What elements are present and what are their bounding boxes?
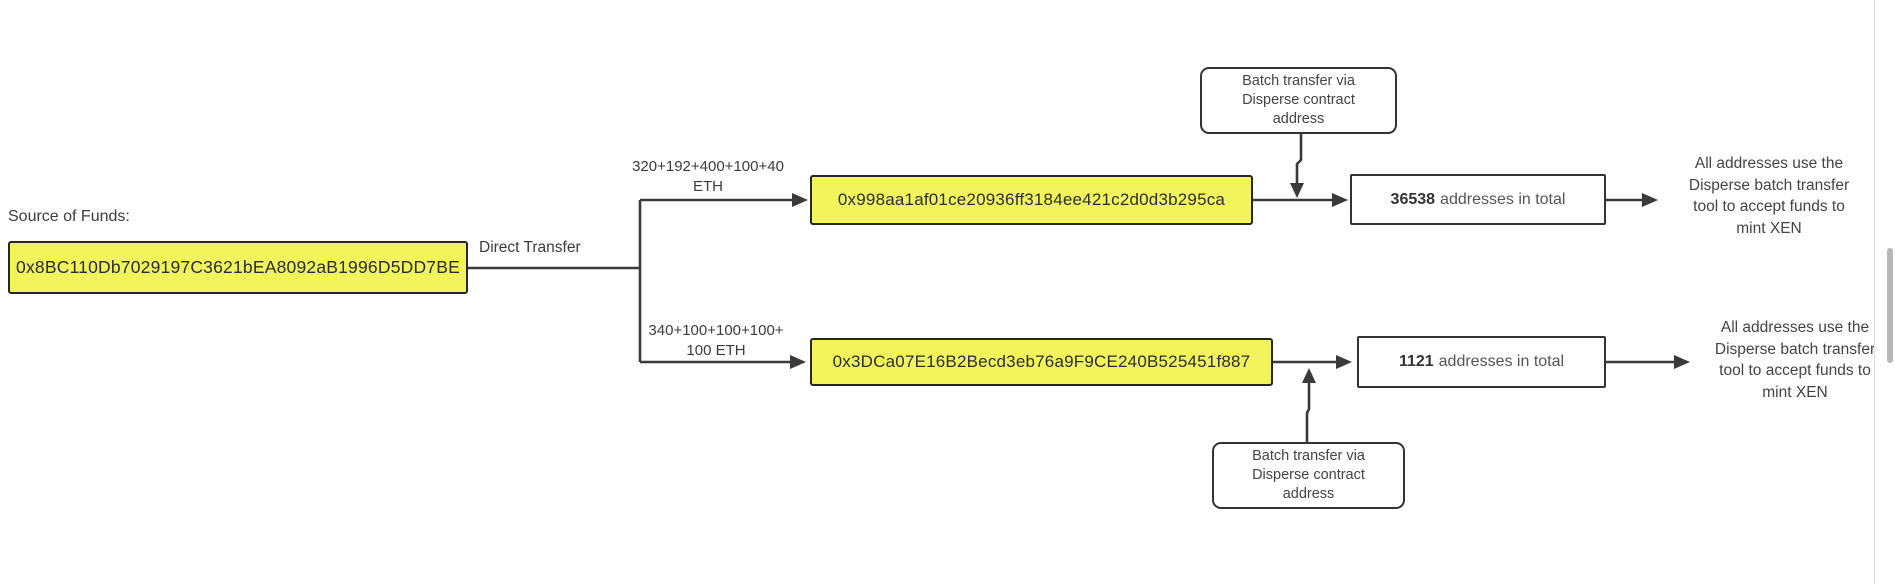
eth-amount-label-bottom: 340+100+100+100+ 100 ETH	[648, 322, 784, 359]
address-count-box-bottom: 1121 addresses in total	[1357, 336, 1606, 388]
connector-top-batch-note	[1295, 134, 1303, 183]
batch-transfer-note-bottom: Batch transfer via Disperse contract add…	[1212, 442, 1405, 509]
source-address-text: 0x8BC110Db7029197C3621bEA8092aB1996D5DD7…	[16, 257, 460, 277]
outcome-note-top: All addresses use the Disperse batch tra…	[1688, 155, 1850, 237]
connector-bottom-batch-note	[1305, 383, 1311, 442]
address-count-box-top: 36538 addresses in total	[1350, 174, 1606, 225]
direct-transfer-label: Direct Transfer	[479, 239, 581, 256]
arrowhead-bottom-count	[1336, 355, 1352, 369]
eth-amount-label-top: 320+192+400+100+40 ETH	[632, 158, 784, 195]
arrowhead-top-outcome	[1642, 193, 1658, 207]
arrowhead-top-batch-note	[1290, 183, 1304, 198]
arrowhead-bottom-outcome	[1674, 355, 1690, 369]
recipient-address-text-top: 0x998aa1af01ce20936ff3184ee421c2d0d3b295…	[837, 190, 1226, 209]
address-count-value-top: 36538	[1390, 190, 1436, 208]
address-count-suffix-bottom: addresses in total	[1438, 353, 1565, 370]
arrowhead-top-count	[1332, 193, 1348, 207]
source-of-funds-label: Source of Funds:	[8, 208, 130, 225]
recipient-address-box-top: 0x998aa1af01ce20936ff3184ee421c2d0d3b295…	[810, 175, 1253, 225]
outcome-note-bottom: All addresses use the Disperse batch tra…	[1714, 319, 1876, 401]
batch-transfer-note-top: Batch transfer via Disperse contract add…	[1200, 67, 1397, 134]
source-address-box: 0x8BC110Db7029197C3621bEA8092aB1996D5DD7…	[8, 241, 468, 294]
address-count-value-bottom: 1121	[1398, 353, 1434, 370]
recipient-address-text-bottom: 0x3DCa07E16B2Becd3eb76a9F9CE240B525451f8…	[832, 352, 1251, 371]
address-count-suffix-top: addresses in total	[1440, 190, 1566, 208]
scrollbar-thumb[interactable]	[1887, 248, 1893, 363]
scrollbar-track[interactable]	[1874, 0, 1875, 584]
recipient-address-box-bottom: 0x3DCa07E16B2Becd3eb76a9F9CE240B525451f8…	[810, 338, 1273, 386]
arrowhead-bottom-batch-note	[1302, 368, 1316, 383]
